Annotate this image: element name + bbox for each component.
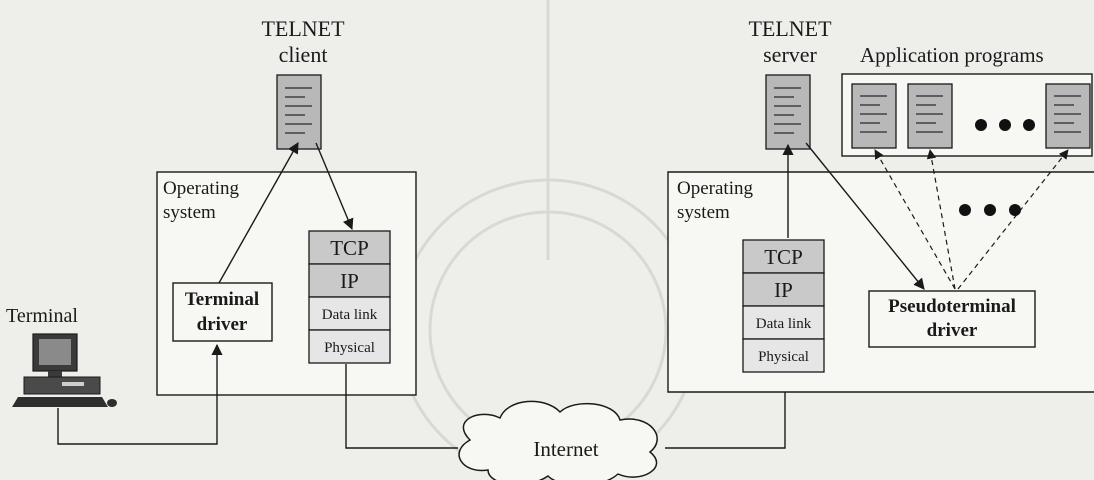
client-stack-ip-label: IP [340,269,359,293]
pseudoterminal-app-dashed-links [874,149,1069,290]
telnet-server-program-icon [765,74,811,150]
terminal-driver-line2: driver [197,314,248,335]
server-to-pseudoterminal-arrow [805,142,925,290]
client-stack-datalink [308,296,391,331]
pseudoterminal-driver-box [868,290,1036,348]
server-stack-tcp [742,239,825,274]
pseudoterminal-driver-line1: Pseudoterminal [888,296,1016,317]
terminal-to-driver-wire [57,343,223,445]
server-os-label-line1: Operating [677,178,753,199]
app-ellipsis [975,119,1035,131]
server-stack-datalink [742,305,825,340]
server-title-line1: TELNET [748,16,832,41]
client-os-label-line2: system [163,202,216,223]
server-title-line2: server [763,42,817,67]
client-stack-tcp [308,230,391,265]
server-os-label-line2: system [677,202,730,223]
app-program-icon-2 [907,83,953,149]
client-title-line2: client [279,42,328,67]
server-stack-datalink-label: Data link [756,316,812,332]
internet-cloud [458,400,658,480]
client-stack-datalink-label: Data link [322,307,378,323]
client-stack-physical-label: Physical [324,340,375,356]
client-os-label-line1: Operating [163,178,239,199]
apps-label: Application programs [860,43,1044,67]
app-program-icon-1 [851,83,897,149]
client-stack-tcp-label: TCP [330,236,369,260]
client-stack-ip [308,263,391,298]
app-program-icon-3 [1045,83,1091,149]
terminal-driver-box [172,282,273,342]
client-to-tcp-arrow [315,142,354,231]
server-stack-tcp-label: TCP [764,245,803,269]
internet-label: Internet [533,437,598,461]
pseudoterminal-driver-line2: driver [927,320,978,341]
server-protocol-stack: TCP IP Data link Physical [742,239,825,373]
server-stack-ip [742,272,825,307]
terminal-computer-icon [12,333,117,407]
server-stack-physical-label: Physical [758,349,809,365]
client-title-line1: TELNET [261,16,345,41]
client-stack-physical [308,329,391,364]
server-stack-physical [742,338,825,373]
client-to-internet-wire [345,364,458,449]
server-stack-ip-label: IP [774,278,793,302]
driver-ellipsis [959,204,1021,216]
terminal-driver-line1: Terminal [185,289,259,310]
telnet-client-program-icon [276,74,322,150]
terminal-label: Terminal [6,305,78,327]
client-protocol-stack: TCP IP Data link Physical [308,230,391,364]
server-os-box [667,171,1094,393]
internet-to-server-wire [665,367,791,449]
driver-to-client-arrow [218,142,299,284]
